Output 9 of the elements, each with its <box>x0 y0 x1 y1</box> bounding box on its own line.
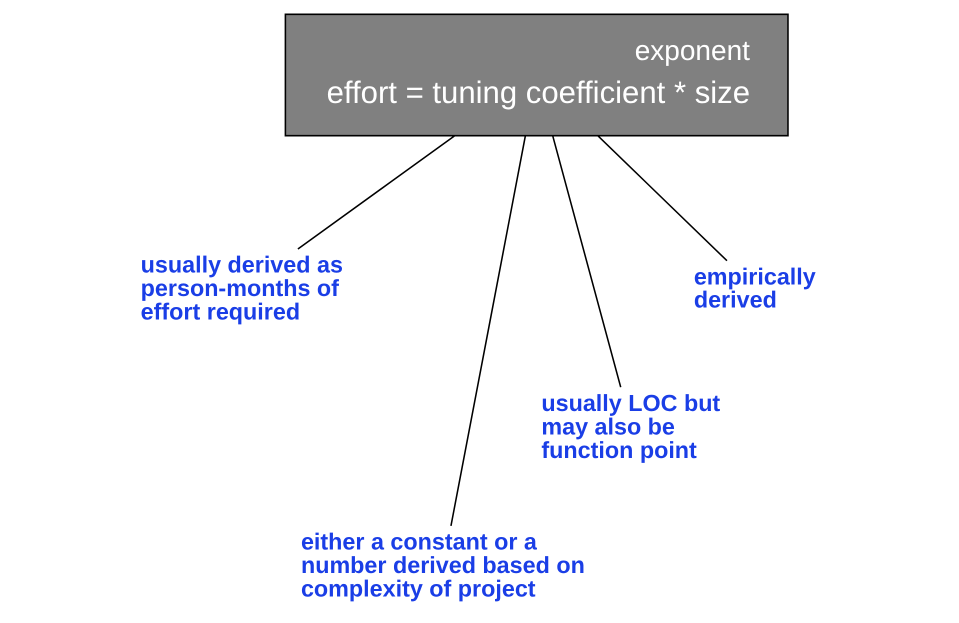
connector <box>552 136 622 388</box>
node-text: usually derived as person-months of effort required <box>140 252 343 324</box>
node-text: usually LOC but may also be function point <box>541 390 720 463</box>
node-box: exponent effort = tuning coefficient * size <box>284 14 789 136</box>
node-text: empirically derived <box>694 263 816 313</box>
connector <box>597 135 728 262</box>
connector <box>450 136 526 526</box>
node-text: either a constant or a number derived based on complexity of project <box>300 528 585 602</box>
connector <box>297 135 455 250</box>
